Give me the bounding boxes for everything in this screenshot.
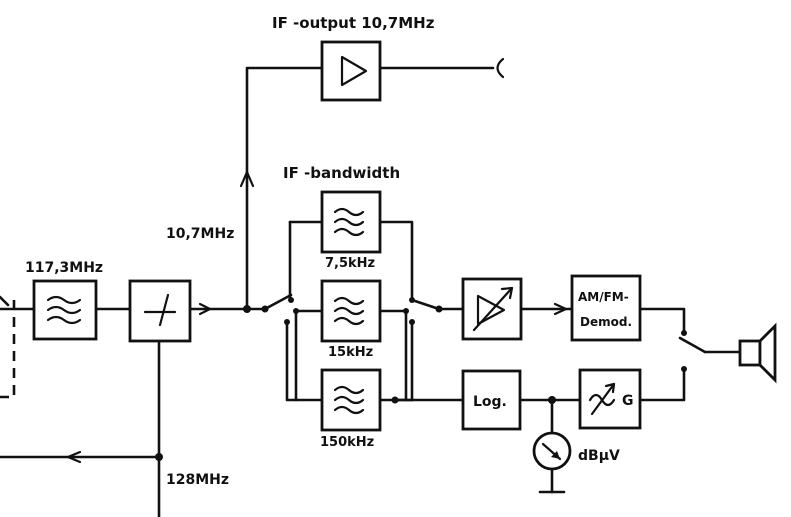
freq-128-label: 128MHz [166, 472, 229, 488]
level-meter-icon [532, 431, 572, 471]
if-output-amplifier [320, 40, 382, 102]
loudspeaker-icon [738, 322, 777, 384]
log-label: Log. [473, 394, 507, 410]
am-fm-label-line2: Demod. [580, 315, 632, 329]
am-fm-label-line1: AM/FM- [578, 290, 629, 304]
filter-7-5khz [320, 190, 382, 254]
gain-label: G [622, 393, 634, 409]
filter-15khz [320, 279, 382, 343]
bw-7-5-label: 7,5kHz [325, 256, 375, 271]
if-output-label: IF -output 10,7MHz [272, 14, 435, 32]
output-connector-icon [496, 57, 505, 79]
log-detector [461, 369, 522, 431]
am-fm-demodulator [570, 274, 642, 342]
bw-15-label: 15kHz [328, 345, 373, 360]
filter-150khz [320, 368, 382, 432]
bandpass-filter-117 [32, 279, 98, 341]
freq-10-7-label: 10,7MHz [166, 226, 234, 242]
freq-117-3-label: 117,3MHz [25, 260, 103, 276]
variable-amplifier [461, 277, 523, 341]
signal-wires [0, 66, 742, 517]
bw-150-label: 150kHz [320, 435, 374, 450]
junction-dots [155, 297, 687, 461]
gain-block [578, 368, 642, 430]
level-unit-label: dBµV [578, 448, 620, 464]
if-bandwidth-label: IF -bandwidth [283, 164, 400, 182]
mixer [128, 279, 192, 343]
